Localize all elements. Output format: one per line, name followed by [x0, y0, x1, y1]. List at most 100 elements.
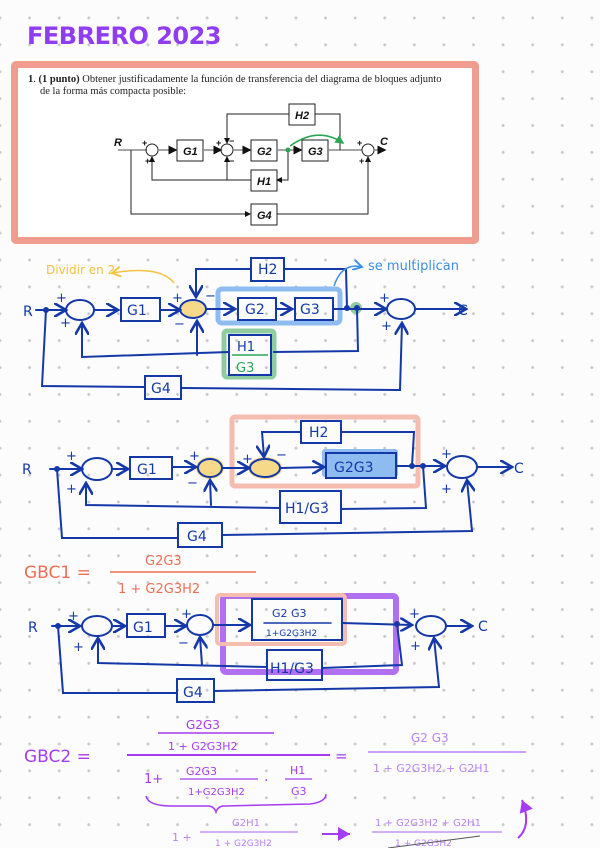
problem-line-1: Obtener justificadamente la función de t…: [82, 74, 442, 85]
label-r: R: [28, 620, 38, 636]
svg-text:+: +: [66, 449, 77, 464]
svg-text:+: +: [68, 609, 79, 624]
svg-text:+: +: [242, 452, 253, 467]
label-c: C: [478, 619, 488, 635]
gbc2-equals: =: [335, 747, 348, 765]
text-h1-over-g3: H1/G3: [285, 501, 329, 517]
svg-text:+: +: [357, 138, 362, 148]
gbc2-result-num: G2 G3: [411, 731, 449, 745]
gbc2-label: GBC2 =: [24, 747, 91, 767]
text-g2: G2: [245, 302, 265, 318]
gbc2-inner-den: 1 + G2G3H2: [168, 740, 238, 753]
highlight-bc1: [215, 593, 347, 646]
label-c: C: [458, 303, 468, 319]
step1-diagram: R C G1 G2 G3 H2 G4 H1 G3 ++ +−− ++ Divid…: [23, 257, 468, 400]
sum-junction-1: [81, 457, 113, 481]
svg-text:+: +: [56, 291, 67, 306]
gbc2-h1: H1: [290, 764, 305, 777]
svg-text:−: −: [205, 289, 216, 304]
text-g4: G4: [151, 381, 171, 397]
svg-text:−: −: [229, 156, 234, 166]
strike-through: [387, 835, 481, 848]
text-g1: G1: [127, 303, 147, 319]
sum-junction-3: [386, 298, 416, 320]
multiply-arrow: [333, 266, 362, 287]
svg-text:+: +: [381, 319, 392, 334]
text-g3: G3: [308, 146, 323, 158]
simplify-one-plus: 1 +: [172, 831, 192, 844]
note-divide: Dividir en 2: [46, 263, 115, 277]
svg-text:−: −: [229, 136, 234, 146]
highlight-sum2: [196, 457, 224, 479]
svg-text:+: +: [145, 156, 150, 166]
gbc2-g3: G3: [291, 785, 307, 798]
highlight-inner-loop: [229, 414, 421, 489]
problem-points: (1 punto): [38, 74, 80, 85]
gbc2-den-frac-num: G2G3: [186, 765, 217, 778]
label-r: R: [22, 462, 32, 478]
svg-text:−: −: [178, 636, 189, 651]
sum-junction-3: [361, 143, 375, 157]
highlight-g2g3: [215, 286, 343, 326]
original-block-diagram: R C G1 G2 G3 H1 H2 G4 ++ +−− ++: [114, 103, 389, 226]
step2-diagram: R C G1 H2 G2G3 H1/G3 G4 ++ +− +− ++: [22, 414, 524, 548]
highlight-g2g3: [322, 449, 398, 477]
sum-junction-1: [145, 143, 159, 157]
svg-text:+: +: [66, 482, 77, 497]
svg-text:+: +: [441, 447, 452, 462]
gbc1-formula: GBC1 = G2G3 1 + G2G3H2: [24, 554, 256, 597]
svg-text:+: +: [189, 449, 200, 464]
text-g4: G4: [257, 210, 272, 222]
gbc2-one-plus: 1+: [144, 772, 163, 787]
label-r: R: [23, 304, 33, 320]
highlight-sum2: [181, 301, 205, 317]
gbc2-inner-num: G2G3: [186, 718, 220, 732]
text-h1: H1: [237, 340, 255, 355]
highlight-h1g3: [221, 328, 277, 380]
svg-text:+: +: [181, 607, 192, 622]
svg-text:−: −: [187, 476, 198, 491]
step3-diagram: R C G1 G2 G3 1+G2G3H2 H1/G3 G4 ++ +− ++: [28, 593, 488, 703]
text-g1: G1: [183, 146, 198, 158]
svg-text:+: +: [216, 138, 221, 148]
text-bc1-num: G2 G3: [272, 607, 307, 620]
note-multiply: se multiplican: [368, 259, 459, 274]
svg-text:+: +: [60, 316, 71, 331]
problem-statement: 1. (1 punto) Obtener justificadamente la…: [28, 74, 468, 98]
block-h1-over-g3: [228, 334, 272, 376]
problem-number: 1: [28, 74, 34, 85]
text-h1: H1: [257, 176, 271, 188]
svg-text:+: +: [172, 291, 183, 306]
simplify-den: 1 + G2G3H2: [215, 839, 272, 848]
svg-text:+: +: [359, 156, 364, 166]
text-h2: H2: [295, 110, 309, 122]
gbc2-formula: GBC2 = G2G3 1 + G2G3H2 1+ G2G3 1+G2G3H2 …: [24, 718, 533, 848]
text-h1-over-g3: H1/G3: [270, 661, 314, 677]
label-r: R: [114, 137, 122, 149]
svg-text:−: −: [276, 448, 287, 463]
problem-line-2: de la forma más compacta posible:: [40, 86, 187, 97]
divide-arrow: [112, 271, 175, 284]
underbrace: [145, 793, 327, 815]
gbc2-result-den: 1 + G2G3H2 + G2H1: [373, 762, 490, 775]
svg-text:−: −: [174, 317, 185, 332]
text-g3: G3: [300, 302, 320, 318]
sum-junction-1: [81, 615, 113, 637]
page-title: FEBRERO 2023: [27, 22, 222, 50]
label-c: C: [380, 136, 389, 148]
block-bc1: [251, 598, 343, 641]
svg-text:+: +: [409, 607, 420, 622]
combined-num: 1 + G2G3H2 + G2H1: [375, 818, 481, 829]
arrow-up: [517, 799, 533, 839]
label-c: C: [514, 461, 524, 477]
gbc1-label: GBC1 =: [24, 563, 91, 583]
takeoff-point: [285, 147, 291, 153]
svg-text:+: +: [379, 291, 390, 306]
text-g1: G1: [137, 462, 157, 478]
text-g3-den: G3: [236, 361, 254, 376]
svg-text:+: +: [441, 482, 452, 497]
move-arrow: [289, 134, 345, 147]
text-g4: G4: [183, 685, 203, 701]
block-h1-over-g3: [266, 649, 323, 681]
highlight-sum-inner: [248, 457, 282, 479]
